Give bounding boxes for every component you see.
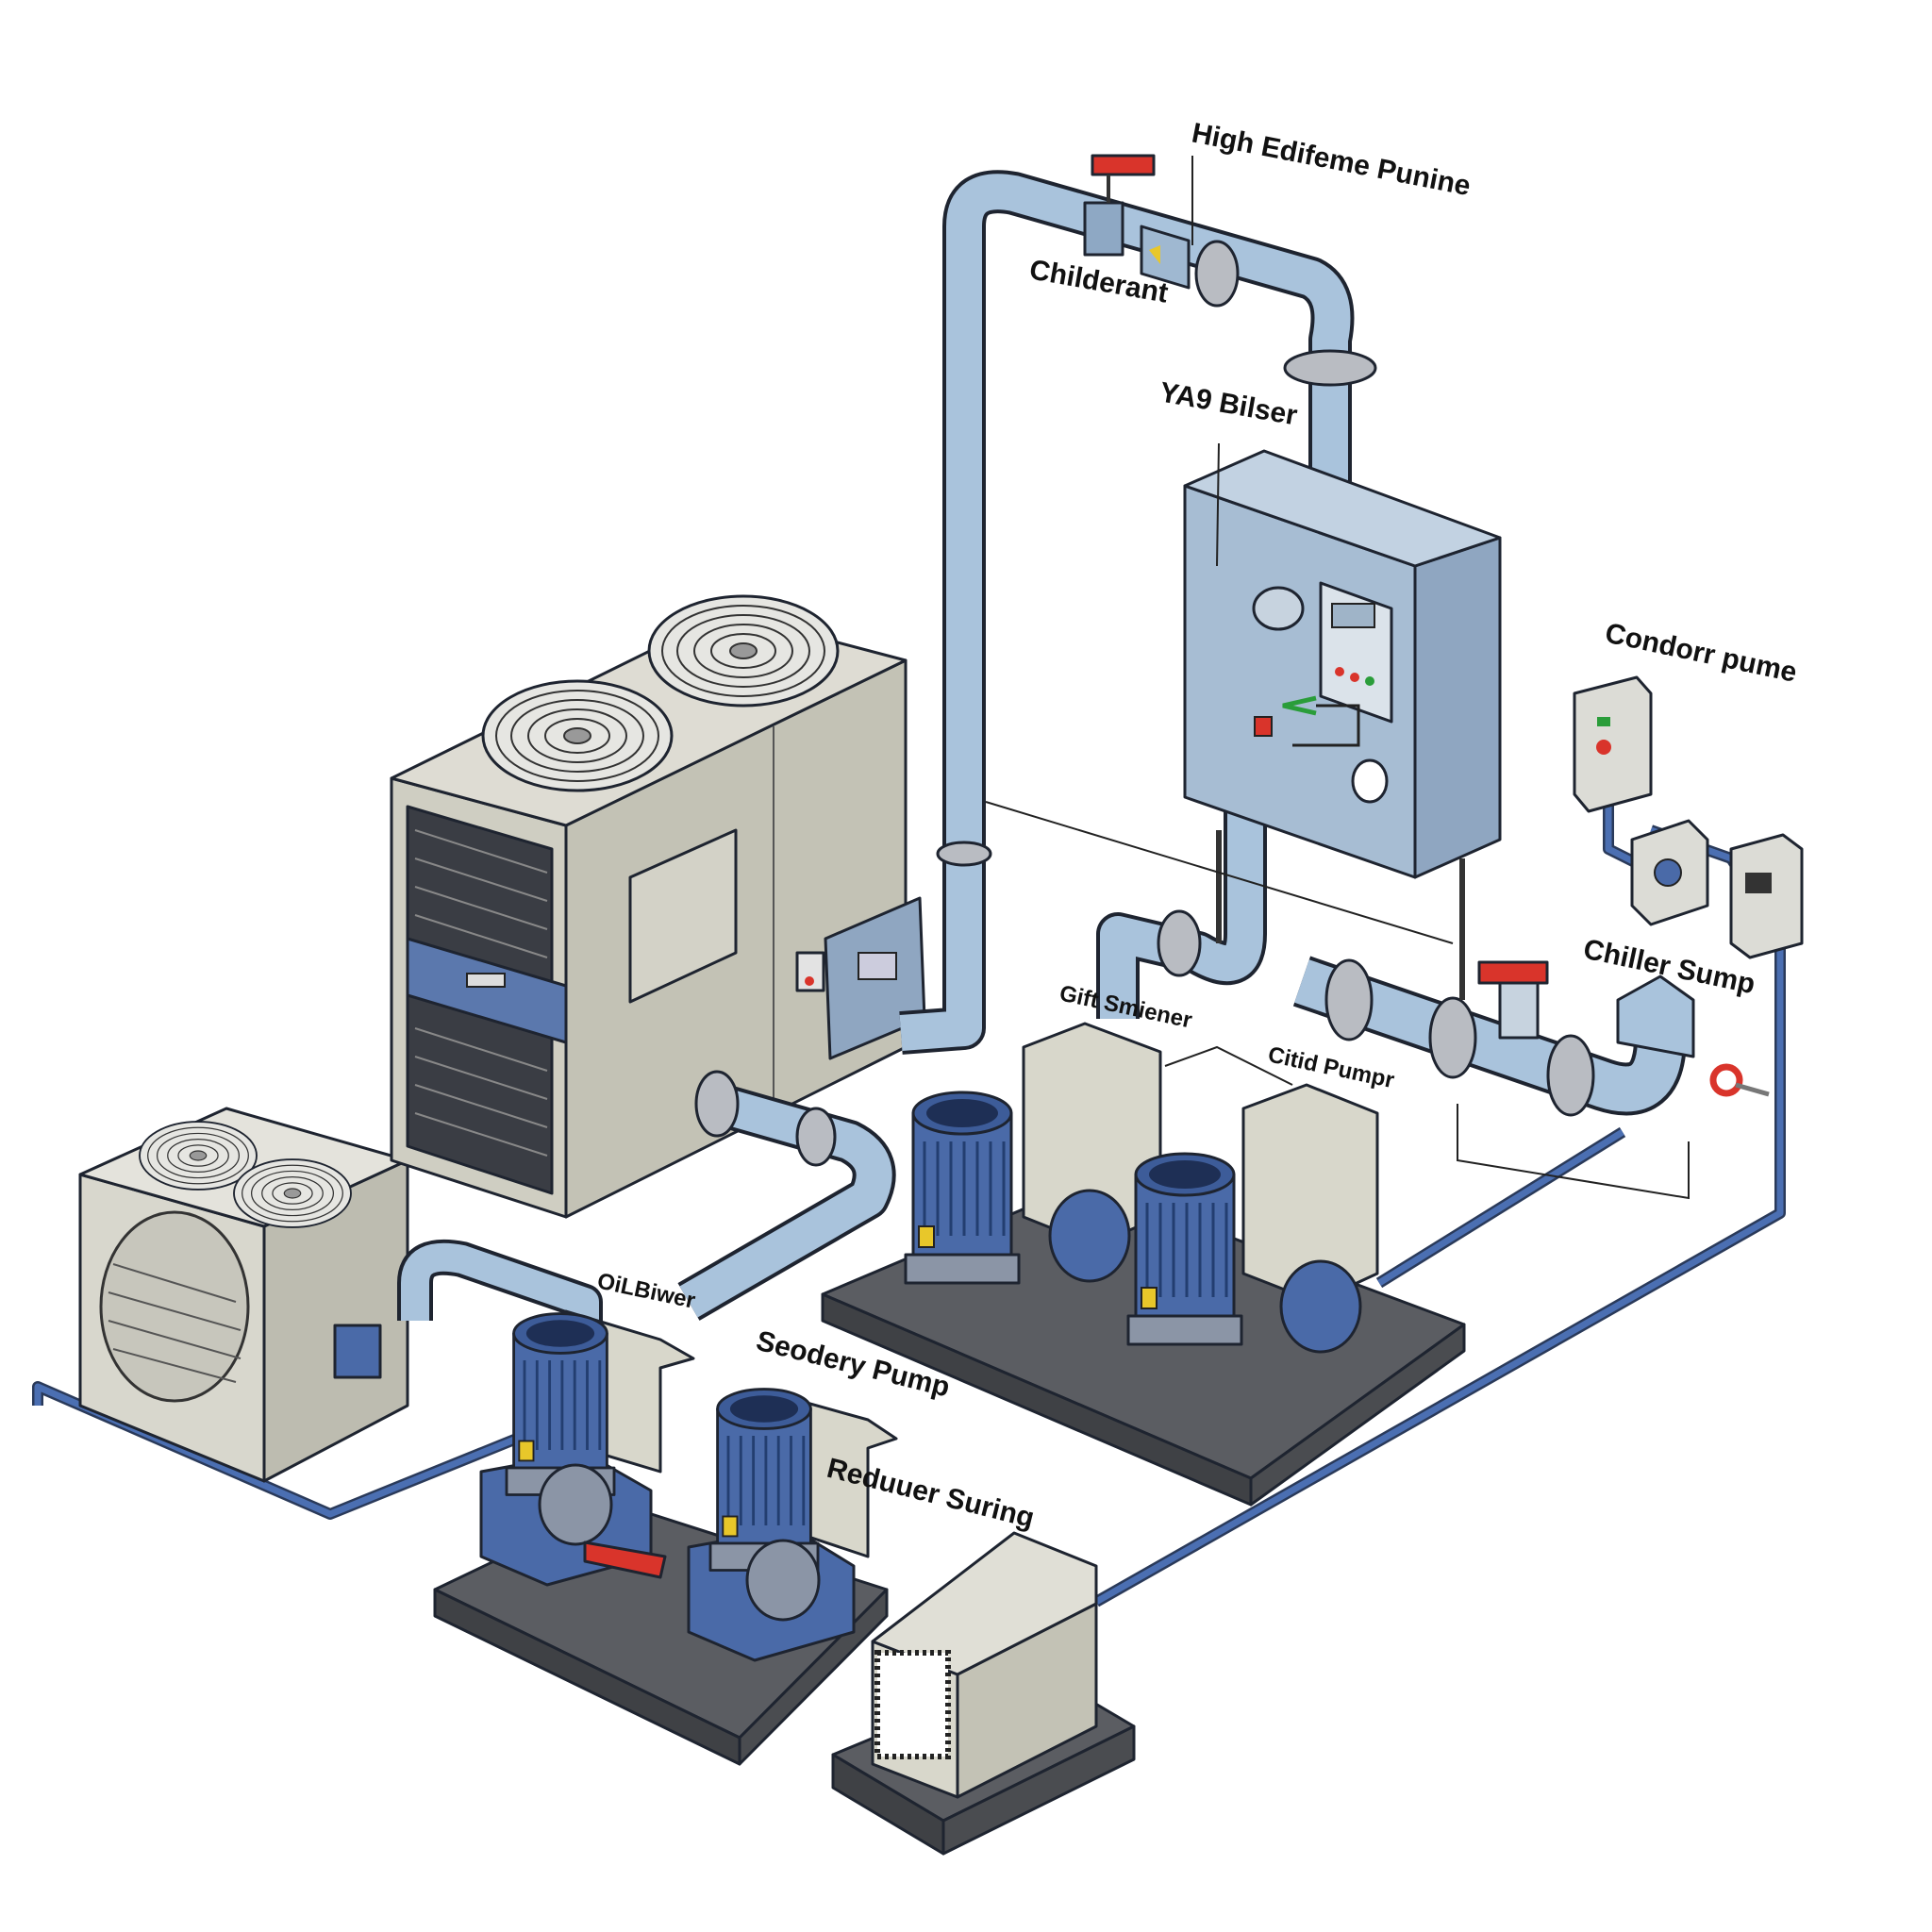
secondary-pump-skid [433,1309,898,1766]
access-panel [628,828,738,1004]
pump-volute [1048,1189,1131,1283]
valve-right [1477,960,1549,1040]
starter-cabinet [1241,1083,1379,1304]
inline-sensor [1140,225,1191,290]
label-high-efficiency-pump: High Edifeme Punine [1190,117,1474,202]
chiller-unit [390,594,926,1219]
label-bilser: YA9 Bilser [1158,376,1300,431]
fan-icon [233,1158,352,1228]
motor-icon [1126,1152,1243,1346]
control-panel [1183,449,1502,1000]
fan-icon [481,679,674,792]
leader-lines [985,156,1690,1200]
valve-top [1083,154,1156,257]
pump-volute [1279,1259,1362,1354]
gauge-port [1351,758,1389,804]
valve-wheel [1709,1063,1770,1097]
condenser-unit-left [78,1107,409,1483]
chilled-pump-skid [821,1022,1466,1507]
label-oil-biwer: OiLBiwer [595,1268,698,1313]
condenser-pump-controls [1573,675,1804,959]
fan-grille [99,1210,250,1403]
label-chilled-pump: Citid Pumpr [1266,1041,1397,1093]
motor-icon [708,1388,820,1572]
fan-icon [647,594,840,708]
sump-box [1616,974,1695,1058]
red-valve-handle [583,1541,667,1579]
pipe-flanges [694,240,1595,1167]
reducer-unit [831,1531,1136,1856]
louver-panel [406,805,568,1195]
motor-icon [904,1091,1021,1285]
vent-grille [874,1650,951,1759]
disconnect-box [333,1324,382,1379]
